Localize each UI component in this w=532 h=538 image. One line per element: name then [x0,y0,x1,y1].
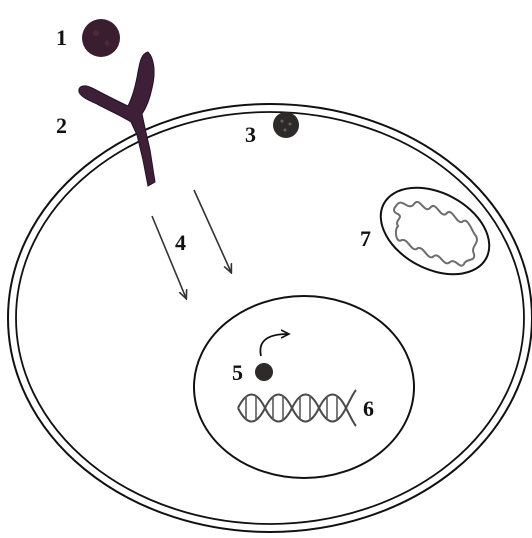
label-1: 1 [56,27,67,49]
cell-membrane-outer [8,104,532,532]
transcription-arrow [260,334,288,356]
label-2: 2 [56,115,67,137]
signal-arrow-left [152,216,186,298]
label-7: 7 [360,228,371,250]
cell-membrane-inner [16,112,524,524]
mitochondrion-cristae [394,202,477,266]
label-4: 4 [175,232,186,254]
mitochondrion-outer [366,170,504,292]
label-5: 5 [232,362,243,384]
membrane-particle [273,112,299,138]
ligand-circle [82,19,120,57]
signal-arrow-right [194,190,231,272]
nuclear-factor [255,363,273,381]
nucleus [194,296,414,478]
label-6: 6 [363,398,374,420]
receptor-shape [79,52,155,186]
label-3: 3 [245,124,256,146]
